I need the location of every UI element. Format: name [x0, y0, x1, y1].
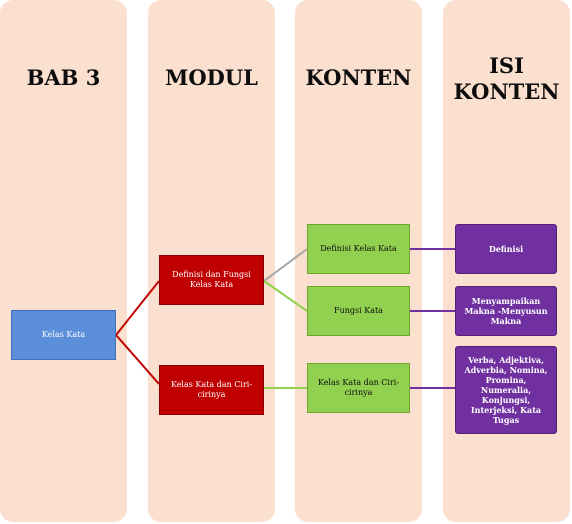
node-konten-kelas-kata-ciri: Kelas Kata dan Ciri-cirinya	[307, 363, 410, 413]
node-isi-definisi: Definisi	[455, 224, 557, 274]
column-bab: BAB 3	[0, 0, 127, 522]
link-bab-modul-1	[115, 280, 160, 336]
node-isi-kelas-kata-list: Verba, Adjektiva, Adverbia, Nomina, Prom…	[455, 346, 557, 434]
node-modul-definisi-fungsi: Definisi dan Fungsi Kelas Kata	[159, 255, 264, 305]
column-title-isi-line1: ISI	[489, 53, 524, 78]
node-konten-fungsi: Fungsi Kata	[307, 286, 410, 336]
node-kelas-kata: Kelas Kata	[11, 310, 116, 360]
column-title-bab: BAB 3	[26, 65, 101, 90]
node-konten-definisi: Definisi Kelas Kata	[307, 224, 410, 274]
link-modul1-konten2	[263, 280, 308, 312]
link-bab-modul-2	[115, 334, 160, 385]
link-modul1-konten1	[263, 248, 308, 282]
column-title-modul: MODUL	[165, 65, 258, 90]
column-title-konten: KONTEN	[305, 65, 412, 90]
node-modul-kelas-kata-ciri: Kelas Kata dan Ciri-cirinya	[159, 365, 264, 415]
column-title-isi-line2: KONTEN	[453, 79, 560, 104]
node-isi-makna: Menyampaikan Makna -Menyusun Makna	[455, 286, 557, 336]
